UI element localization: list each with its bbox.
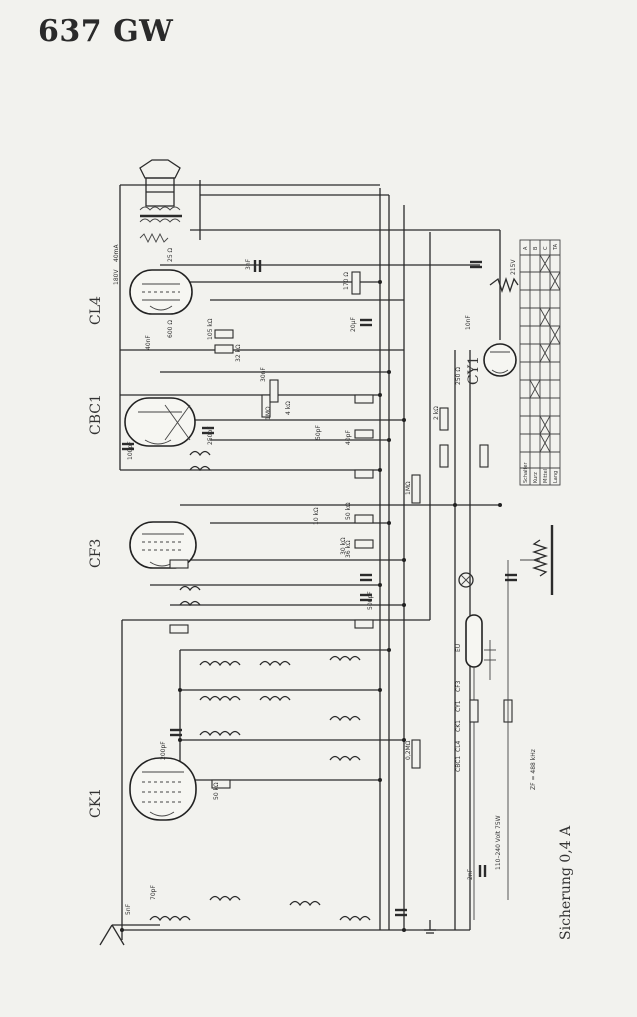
filament-cy1: CY1 xyxy=(455,700,462,712)
page-title: 637 GW xyxy=(38,14,174,49)
filament-cf3: CF3 xyxy=(455,680,462,692)
label-10nf: 10nF xyxy=(465,315,472,330)
table-legend-ta: TA xyxy=(553,243,559,251)
table-legend-mittel: Mittel xyxy=(543,469,549,483)
label-600ohm: 600 Ω xyxy=(167,320,174,338)
tube-label-cl4: CL4 xyxy=(88,296,104,325)
label-2k: 2 kΩ xyxy=(433,406,440,420)
tube-CF3 xyxy=(129,521,197,569)
table-header-b: B xyxy=(533,246,539,250)
resistors xyxy=(169,271,489,789)
mains-voltage-note: 110–240 Volt 75W xyxy=(495,815,502,870)
label-250pf: 250pF xyxy=(207,426,214,445)
label-105k: 105 kΩ xyxy=(207,318,214,340)
tube-CY1 xyxy=(483,343,517,377)
label-200pf: 200pF xyxy=(160,741,167,760)
tube-CK1 xyxy=(129,757,197,821)
tube-CBC1 xyxy=(124,397,196,447)
tube-CL4 xyxy=(129,269,193,315)
label-50pf: 50pF xyxy=(315,425,322,440)
label-32k: 32 kΩ xyxy=(235,344,242,362)
label-30nf: 30nF xyxy=(260,367,267,382)
loudspeaker-icon xyxy=(139,159,182,244)
label-25ohm: 25 Ω xyxy=(167,247,174,262)
coil-bank xyxy=(149,450,371,922)
label-50k-b: 50 kΩ xyxy=(213,782,220,800)
label-180v: 180V xyxy=(113,269,120,285)
label-250ohm: 250 Ω xyxy=(455,367,462,385)
label-40ma: 40mA xyxy=(113,244,120,262)
label-215v: 215V xyxy=(510,259,517,275)
label-170ohm: 170 Ω xyxy=(343,272,350,290)
component-labels: 180V 40mA 25 Ω 3nF 170 Ω 20μF 600 Ω 40nF… xyxy=(113,244,517,915)
table-header-a: A xyxy=(523,246,529,250)
filament-ck1: CK1 xyxy=(455,720,462,732)
label-20uf: 20μF xyxy=(350,317,357,332)
label-40pf: 40pF xyxy=(345,430,352,445)
tube-label-ck1: CK1 xyxy=(88,788,104,818)
label-4k: 4 kΩ xyxy=(285,401,292,415)
tube-label-cf3: CF3 xyxy=(88,539,104,568)
tube-label-cbc1: CBC1 xyxy=(88,394,104,435)
fuse-note: Sicherung 0,4 A xyxy=(558,825,574,940)
if-frequency-note: ZF = 488 kHz xyxy=(530,749,537,790)
capacitors xyxy=(122,260,517,917)
label-50k: 50 kΩ xyxy=(345,502,352,520)
antenna-icon xyxy=(99,924,160,946)
label-10k: 10 kΩ xyxy=(313,507,320,525)
switch-table: A B C Schalter Kurz Mittel Lang TA xyxy=(519,239,561,486)
label-2nf: 2nF xyxy=(467,868,474,880)
volume-potentiometer xyxy=(489,276,554,595)
junction-dots xyxy=(120,280,502,932)
label-5nf: 5nF xyxy=(125,903,132,915)
label-40nf: 40nF xyxy=(145,335,152,350)
label-1m: 1MΩ xyxy=(265,406,272,420)
label-36k: 36 kΩ xyxy=(345,540,352,558)
label-70pf: 70pF xyxy=(150,885,157,900)
label-1m-b: 1MΩ xyxy=(405,481,412,495)
dial-lamp-icon xyxy=(458,572,474,588)
filament-chain xyxy=(465,560,513,920)
table-header-c: C xyxy=(543,246,549,250)
table-legend-schalter: Schalter xyxy=(523,461,529,483)
filament-cl4: CL4 xyxy=(455,740,462,752)
ground-icon xyxy=(424,920,436,934)
label-500pf: 500pF xyxy=(367,591,374,610)
filament-eu: EU xyxy=(455,644,462,652)
label-30k: 30 kΩ xyxy=(340,537,347,555)
label-02m: 0,2MΩ xyxy=(405,740,412,760)
table-legend-lang: Lang xyxy=(553,471,559,483)
label-3nf: 3nF xyxy=(245,258,252,270)
tube-label-cy1: CY1 xyxy=(466,356,482,385)
label-100pf: 100pF xyxy=(127,441,134,460)
table-legend-kurz: Kurz xyxy=(533,472,539,483)
filament-cbc1: CBC1 xyxy=(455,756,462,772)
